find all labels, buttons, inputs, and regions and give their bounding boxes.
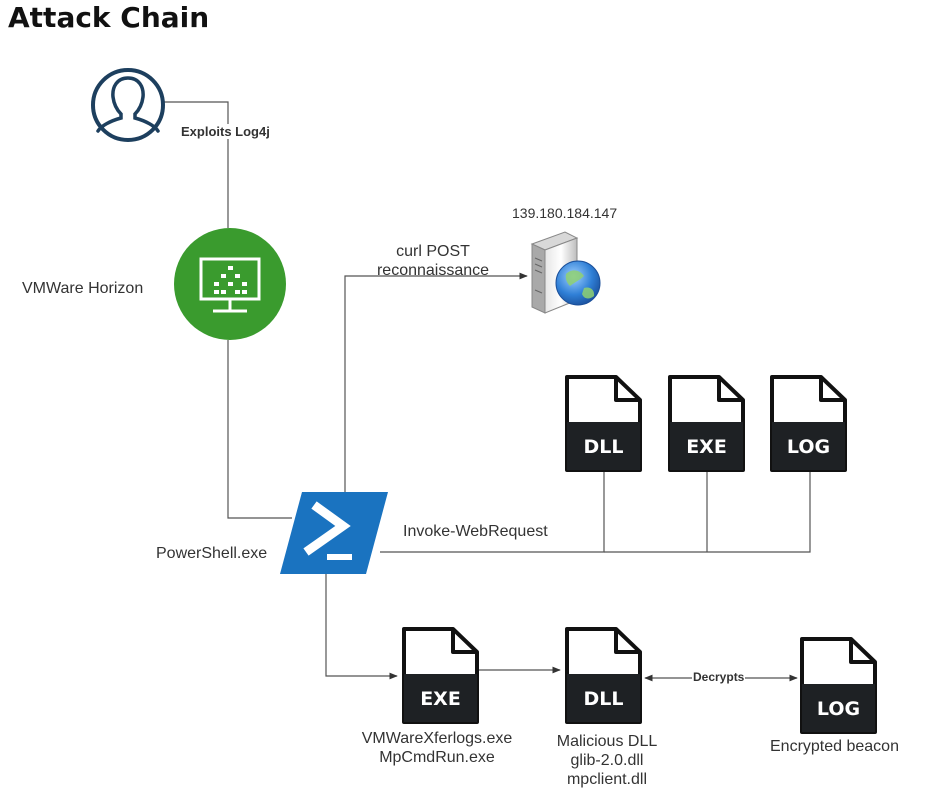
dll-caption-line-3: mpclient.dll xyxy=(566,771,648,788)
page-title: Attack Chain xyxy=(8,1,210,34)
exe-caption-line-1: VMWareXferlogs.exe xyxy=(361,730,513,747)
log-caption: Encrypted beacon xyxy=(770,738,899,755)
powershell-label: PowerShell.exe xyxy=(156,545,268,562)
edge-label-exploits: Exploits Log4j xyxy=(180,124,271,139)
edge-log-download xyxy=(604,472,811,553)
curl-line-1: curl POST xyxy=(396,243,470,260)
vmware-horizon-icon xyxy=(174,228,286,340)
log-file-label: LOG xyxy=(817,698,860,720)
edge-vmware-to-powershell xyxy=(227,340,292,519)
edge-powershell-to-exe xyxy=(325,573,398,680)
dll-file-icon: DLL xyxy=(565,375,642,472)
edge-label-decrypts: Decrypts xyxy=(692,670,746,684)
exe-file-icon: EXE xyxy=(668,375,745,472)
exe-file-label: EXE xyxy=(420,688,461,710)
curl-line-2: reconnaissance xyxy=(376,262,490,279)
user-icon xyxy=(91,68,165,142)
dll-file-label: DLL xyxy=(584,688,624,710)
powershell-icon xyxy=(280,492,388,574)
dll-file-icon: DLL xyxy=(565,627,642,724)
edge-powershell-to-server xyxy=(344,272,528,492)
edge-attacker-to-vmware xyxy=(163,101,229,228)
exe-file-label: EXE xyxy=(686,436,727,458)
exe-caption-line-2: MpCmdRun.exe xyxy=(379,749,495,766)
exe-file-icon: EXE xyxy=(402,627,479,724)
log-file-icon: LOG xyxy=(770,375,847,472)
vmware-horizon-label: VMWare Horizon xyxy=(22,280,144,297)
edge-label-invoke-webrequest: Invoke-WebRequest xyxy=(403,523,548,540)
edge-label-curl: curl POST reconnaissance xyxy=(377,242,489,280)
log-file-label: LOG xyxy=(787,436,830,458)
server-ip-label: 139.180.184.147 xyxy=(512,205,618,221)
dll-caption-line-1: Malicious DLL xyxy=(556,733,658,750)
dll-file-label: DLL xyxy=(584,436,624,458)
web-server-icon xyxy=(530,231,601,314)
dll-caption-line-2: glib-2.0.dll xyxy=(570,752,644,769)
exe-caption: VMWareXferlogs.exe MpCmdRun.exe xyxy=(362,729,513,767)
dll-caption: Malicious DLL glib-2.0.dll mpclient.dll xyxy=(557,732,657,789)
log-file-icon: LOG xyxy=(800,637,877,734)
